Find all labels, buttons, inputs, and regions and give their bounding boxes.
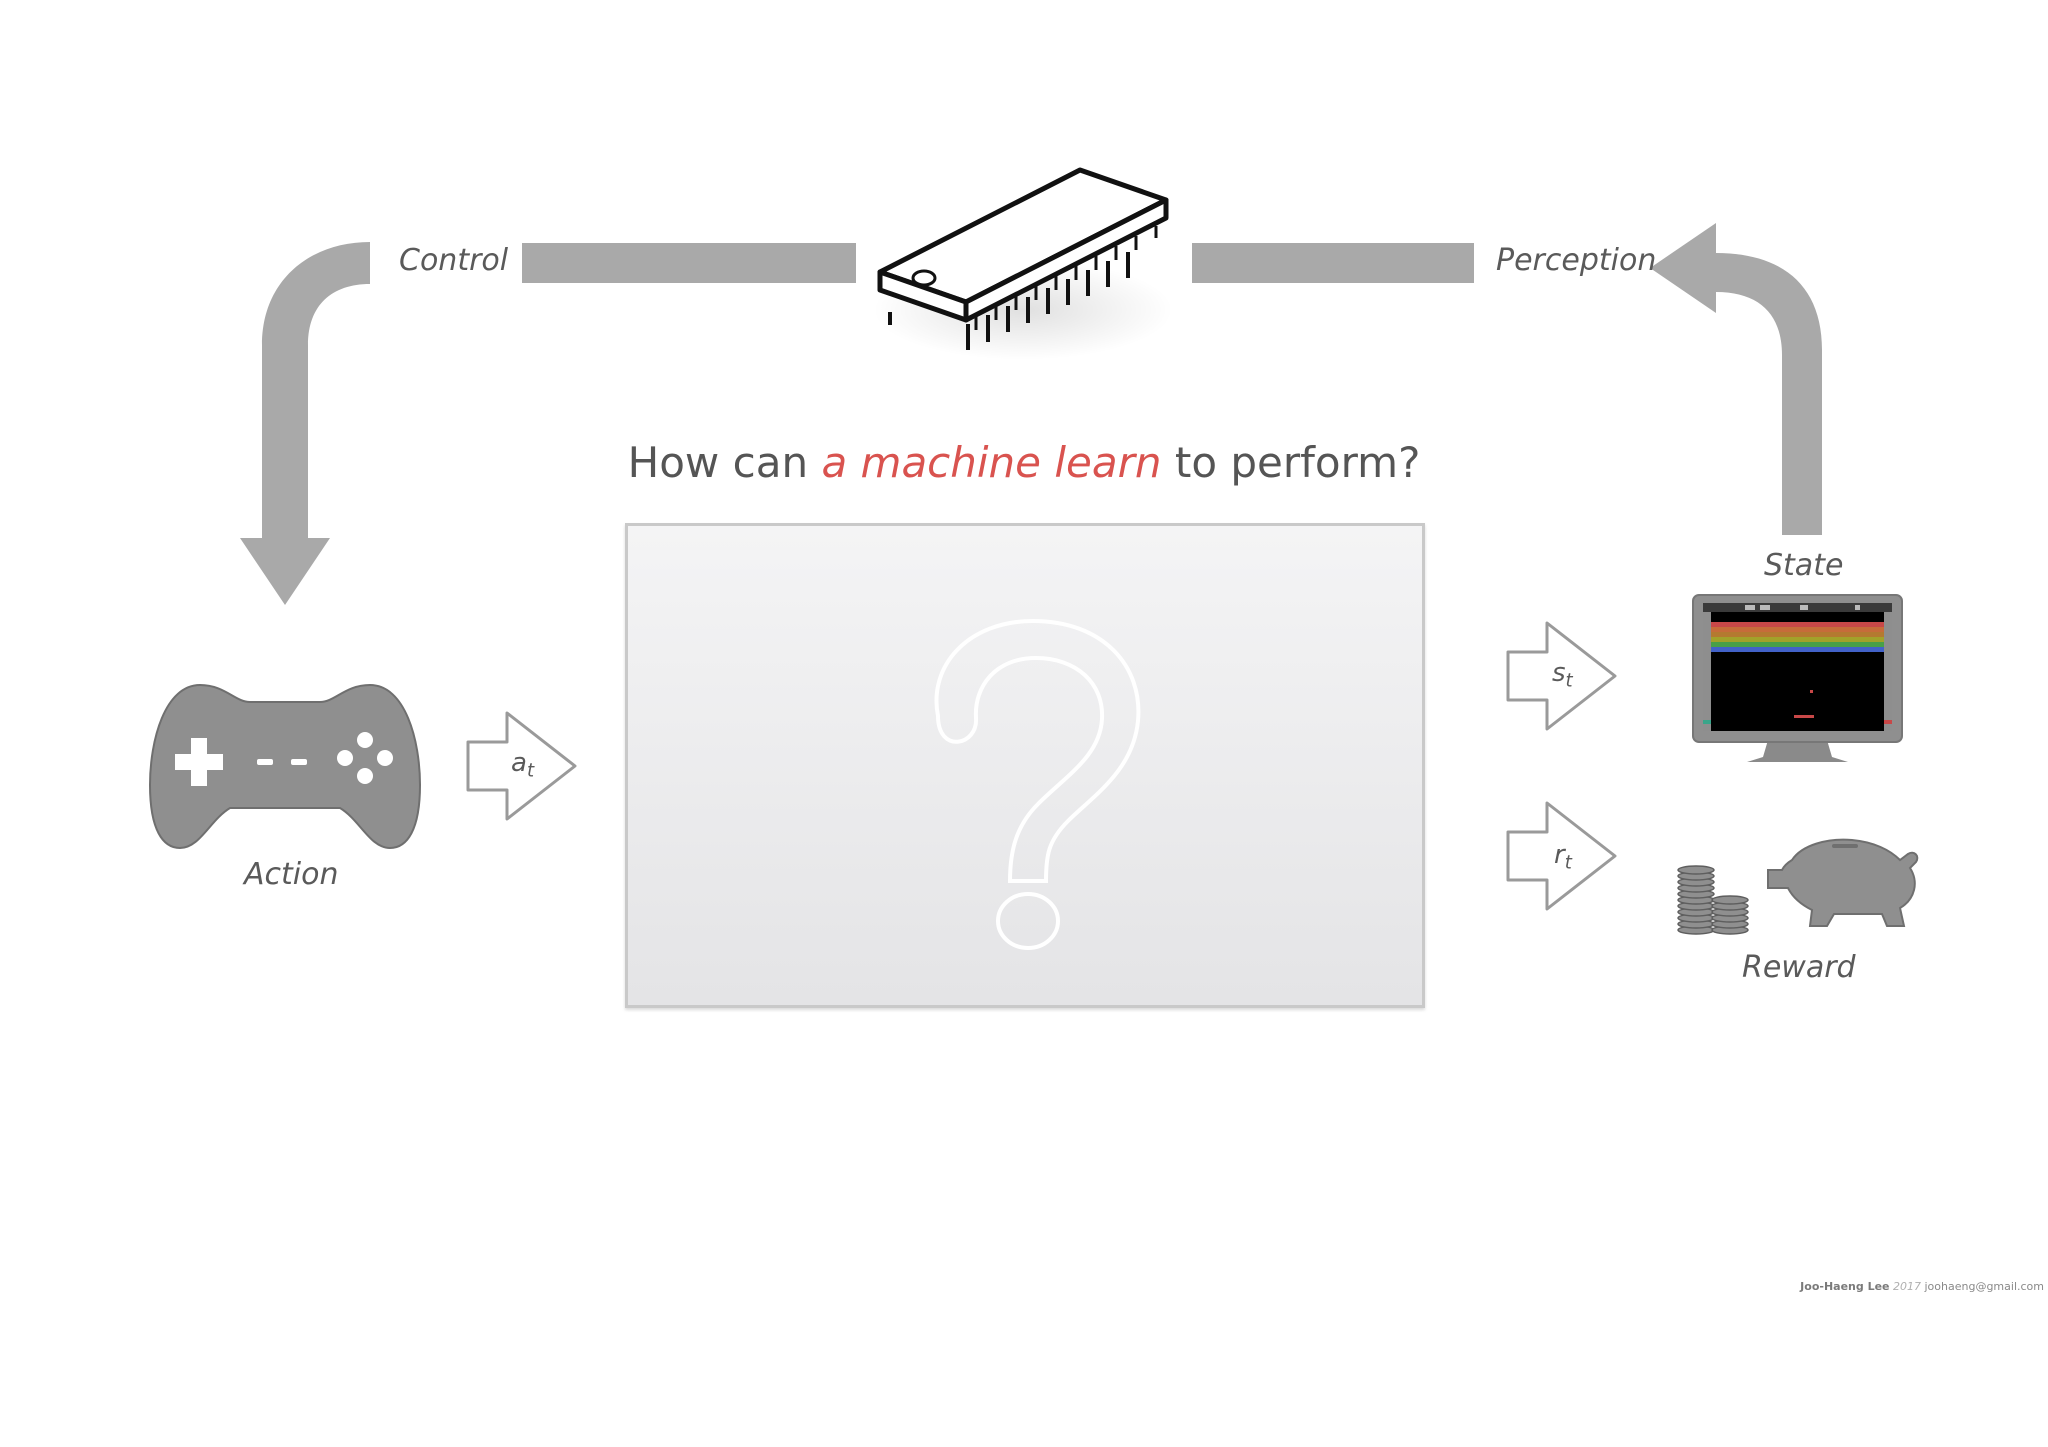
action-subscript: t — [526, 760, 535, 782]
coins-icon — [1677, 865, 1749, 935]
gamepad-icon — [148, 683, 422, 850]
headline: How can a machine learn to perform? — [0, 438, 2048, 487]
action-signal: at — [511, 748, 534, 781]
state-label: State — [1764, 548, 1844, 583]
control-curve-arrow — [240, 242, 370, 605]
perception-label: Perception — [1496, 243, 1657, 278]
action-symbol: a — [511, 748, 527, 778]
question-panel — [625, 523, 1425, 1008]
perception-bar — [1192, 243, 1474, 283]
piggy-bank-icon — [1767, 838, 1919, 927]
perception-curve-arrow — [1650, 223, 1822, 535]
reward-symbol: r — [1554, 840, 1565, 870]
reward-label: Reward — [1742, 950, 1856, 985]
state-subscript: t — [1565, 670, 1573, 692]
action-label: Action — [244, 857, 339, 892]
question-mark-icon — [934, 618, 1141, 950]
footer-year: 2017 — [1893, 1280, 1921, 1293]
control-label: Control — [399, 243, 509, 278]
headline-highlight: a machine learn — [821, 438, 1162, 487]
state-symbol: s — [1552, 658, 1566, 688]
headline-prefix: How can — [627, 438, 809, 487]
reward-subscript: t — [1564, 852, 1572, 874]
footer-email: joohaeng@gmail.com — [1924, 1280, 2045, 1293]
footer-author: Joo-Haeng Lee — [1800, 1280, 1890, 1293]
reward-arrow — [1506, 801, 1617, 911]
monitor-icon — [1692, 594, 1903, 762]
state-arrow — [1506, 621, 1617, 731]
control-bar — [522, 243, 856, 283]
reward-signal: rt — [1554, 840, 1572, 873]
state-signal: st — [1552, 658, 1573, 691]
footer: Joo-Haeng Lee 2017 joohaeng@gmail.com — [1800, 1280, 2044, 1293]
chip-icon — [873, 167, 1173, 360]
headline-suffix: to perform? — [1174, 438, 1421, 487]
action-arrow — [466, 711, 577, 821]
